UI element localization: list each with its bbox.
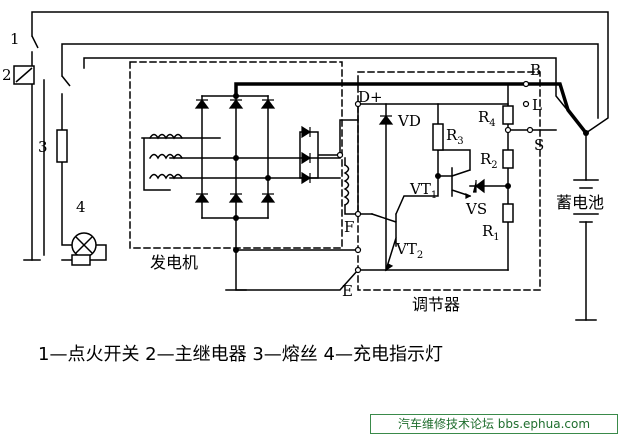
- label-terminal-b: B: [530, 61, 541, 79]
- label-generator: 发电机: [150, 253, 198, 272]
- resistor-r3: [432, 123, 444, 151]
- exciter-diode: [301, 125, 312, 139]
- rectifier-diode: [228, 99, 244, 109]
- ignition-switch: [31, 35, 39, 49]
- label-vt1: VT1: [409, 180, 437, 201]
- label-ignition-switch: 1: [10, 30, 20, 48]
- label-regulator: 调节器: [412, 295, 460, 314]
- relay-contact: [61, 75, 71, 87]
- label-battery: 蓄电池: [556, 193, 604, 212]
- label-r2: R2: [480, 150, 498, 171]
- exciter-diode: [301, 151, 312, 165]
- vt2-emitter-arrow: [384, 263, 394, 272]
- fuse-to-lamp-wire: [61, 161, 73, 246]
- lamp-to-resistor-wire: [89, 244, 107, 261]
- label-r4: R4: [478, 108, 496, 129]
- fuse: [56, 129, 68, 163]
- label-terminal-l: L: [532, 96, 542, 114]
- label-vd: VD: [397, 112, 421, 130]
- dplus-wire: [357, 103, 509, 215]
- resistor-r2: [502, 149, 514, 169]
- label-main-relay: 2: [2, 66, 12, 84]
- figure-caption: 1—点火开关 2—主继电器 3—熔丝 4—充电指示灯: [38, 344, 443, 365]
- label-vt2: VT2: [395, 240, 423, 261]
- label-r1: R1: [482, 222, 500, 243]
- resistor-r4: [502, 105, 514, 125]
- ground-bus: [235, 217, 509, 291]
- vt2-transistor: [371, 175, 439, 271]
- label-terminal-f: F: [344, 218, 354, 236]
- terminals: [336, 80, 534, 274]
- outer-wire-2: [61, 43, 599, 119]
- rotor-winding: [343, 163, 350, 207]
- forum-watermark: 汽车维修技术论坛 bbs.ephua.com: [370, 414, 618, 434]
- stator-coils: [148, 133, 184, 180]
- exciter-diode: [301, 171, 312, 185]
- rectifier-diode: [228, 193, 244, 203]
- label-terminal-dplus: D+: [358, 88, 383, 106]
- rectifier-diode: [194, 99, 210, 109]
- rectifier-diode: [260, 193, 276, 203]
- rectifier-diode: [194, 193, 210, 203]
- relay-to-L-wire: [83, 57, 588, 135]
- vt1-emitter-arrow: [465, 193, 472, 199]
- label-vs: VS: [465, 200, 487, 218]
- vt1-transistor: [437, 149, 471, 197]
- field-lead: [344, 157, 373, 215]
- junction-dots: [233, 93, 589, 253]
- label-indicator-lamp: 4: [76, 198, 86, 216]
- label-r3: R3: [446, 126, 464, 147]
- rectifier-diode: [260, 99, 276, 109]
- label-terminal-s: S: [534, 136, 544, 154]
- battery-cells: [573, 179, 599, 223]
- zener-vs: [473, 178, 485, 194]
- exciter-diode-bus: [299, 119, 359, 179]
- resistor-r1: [502, 203, 514, 223]
- lamp-resistor: [71, 254, 91, 266]
- label-fuse: 3: [38, 138, 48, 156]
- diode-vd: [378, 115, 394, 125]
- label-terminal-e: E: [342, 282, 353, 300]
- ground-symbol: [23, 259, 247, 291]
- outer-wire-1: [31, 11, 609, 135]
